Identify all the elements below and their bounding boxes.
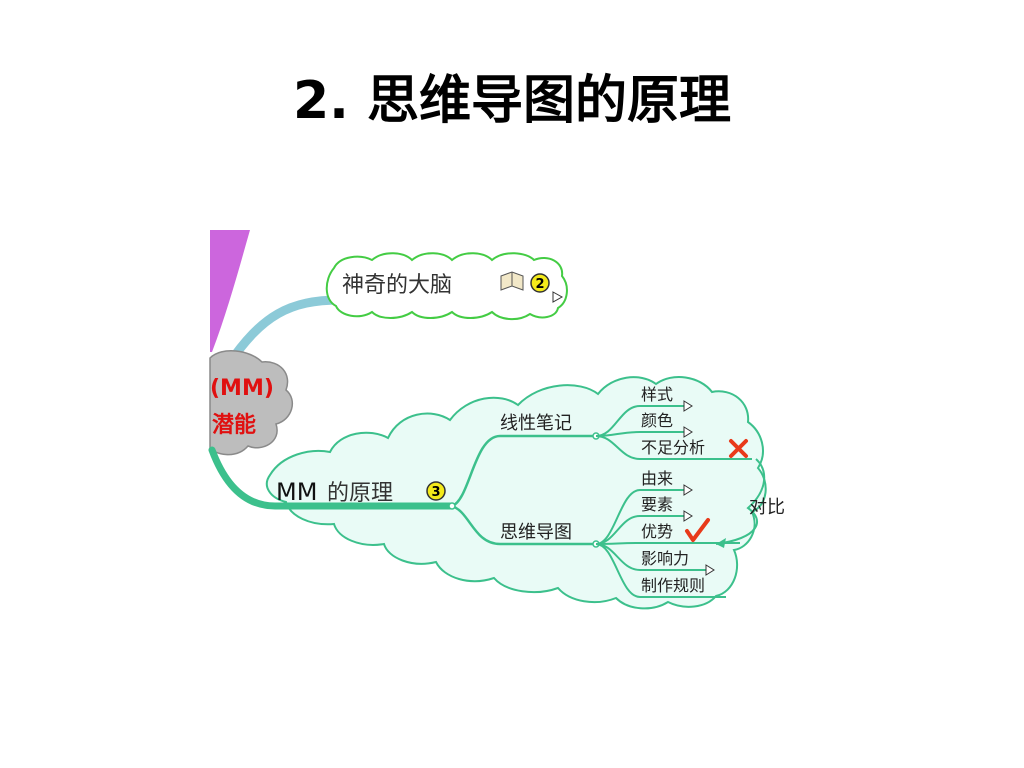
center-text-line1: (MM)	[210, 376, 274, 401]
list-item[interactable]: 不足分析	[641, 438, 705, 457]
connector-linear	[451, 434, 596, 508]
list-item[interactable]: 制作规则	[641, 576, 705, 595]
brain-cloud	[325, 252, 568, 320]
slide-title: 2. 思维导图的原理	[292, 71, 732, 131]
linear-notes-label[interactable]: 线性笔记	[500, 413, 572, 434]
center-text-line2: 潜能	[212, 412, 256, 438]
list-item[interactable]: 优势	[641, 522, 673, 541]
mind-map-label[interactable]: 思维导图	[500, 522, 572, 543]
compare-label[interactable]: 对比	[749, 497, 785, 518]
expand-arrow-icon[interactable]	[705, 564, 715, 576]
book-icon	[500, 271, 524, 291]
connector-mindmap	[451, 504, 596, 546]
cross-icon	[729, 439, 748, 458]
compare-bracket	[715, 458, 766, 545]
expand-arrow-icon[interactable]	[683, 426, 693, 438]
check-icon	[685, 518, 710, 542]
mm-branch-line	[208, 446, 456, 510]
list-item[interactable]: 样式	[641, 385, 673, 404]
expand-arrow-icon[interactable]	[683, 400, 693, 412]
expand-arrow-icon[interactable]	[683, 510, 693, 522]
brain-label[interactable]: 神奇的大脑	[342, 273, 452, 298]
expand-arrow-icon[interactable]	[683, 484, 693, 496]
badge-3-icon	[426, 481, 446, 501]
center-cloud[interactable]	[209, 350, 294, 456]
mm-principle-cloud	[265, 376, 767, 610]
branch-line	[595, 489, 690, 545]
list-item[interactable]: 影响力	[641, 549, 689, 568]
list-item[interactable]: 颜色	[641, 411, 673, 430]
purple-branch	[210, 230, 250, 352]
node-dot	[448, 502, 456, 510]
expand-arrow-icon[interactable]	[552, 291, 564, 303]
branch-line	[595, 435, 752, 460]
badge-2-icon	[530, 273, 550, 293]
compare-arrow-icon	[716, 538, 726, 548]
badge-3-text: 3	[431, 485, 440, 500]
badge-2-text: 2	[535, 277, 544, 292]
mm-label-suffix[interactable]: 的原理	[327, 481, 393, 506]
list-item[interactable]: 由来	[641, 469, 673, 488]
branch-line	[595, 543, 726, 598]
list-item[interactable]: 要素	[641, 495, 673, 514]
mm-label-prefix[interactable]: MM	[276, 478, 317, 506]
